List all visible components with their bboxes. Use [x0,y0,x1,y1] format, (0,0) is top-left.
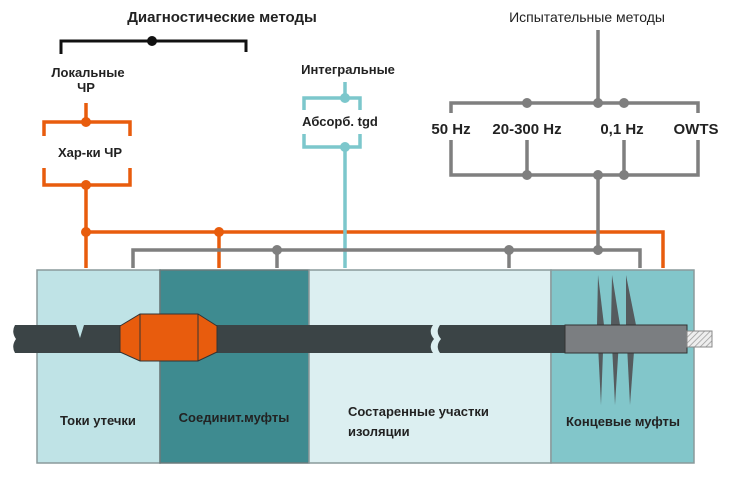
absorb-label: Абсорб. tgd [302,114,378,129]
conductor-end [686,330,713,348]
terminations-label: Концевые муфты [566,414,680,429]
section-joints [159,269,310,464]
section-terminations [550,269,695,464]
method-20-300hz: 20-300 Hz [492,121,561,138]
method-0-1hz: 0,1 Hz [600,121,643,138]
integral-lines [302,82,362,268]
insulation-defect [76,325,84,338]
aged-label-2: изоляции [348,424,410,439]
testing-title: Испытательные методы [509,9,665,25]
leakage-label: Токи утечки [60,413,136,428]
local-pd-label-2: ЧР [77,80,95,95]
diagnostic-title: Диагностические методы [127,9,317,26]
method-50hz: 50 Hz [431,121,470,138]
testing-lines [131,30,700,268]
cable-sections [36,269,695,464]
cable [13,313,713,362]
integral-label: Интегральные [301,62,395,77]
local-pd-lines [42,103,665,268]
termination-body [564,324,688,354]
pd-char-label: Хар-ки ЧР [58,145,122,160]
section-aged [308,269,552,464]
section-leakage [36,269,161,464]
joint [119,313,218,362]
joints-label: Соединит.муфты [179,410,290,425]
local-pd-label-1: Локальные [51,65,124,80]
method-owts: OWTS [674,121,719,138]
aged-label-1: Состаренные участки [348,404,489,419]
diagnostic-bracket [59,36,248,54]
